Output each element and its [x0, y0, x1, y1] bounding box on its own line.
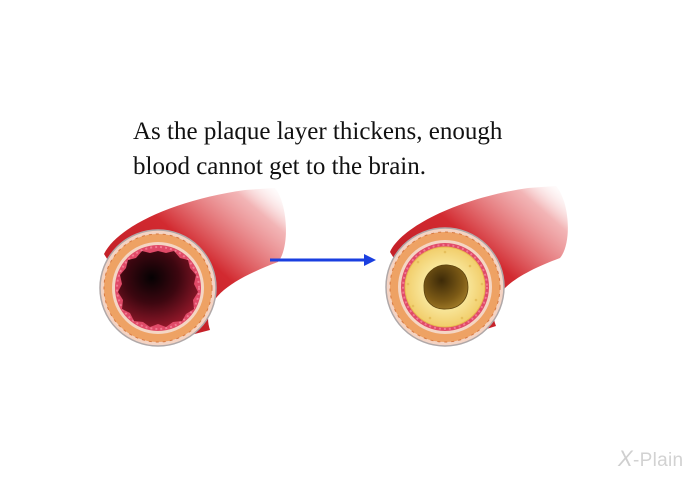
narrowed-artery-cross-section — [385, 186, 568, 347]
x-plain-logo: X-Plain — [618, 446, 683, 472]
logo-text: -Plain — [632, 450, 684, 471]
caption-line-2: blood cannot get to the brain. — [133, 153, 426, 180]
narrowed-artery-lumen — [423, 264, 469, 310]
healthy-artery-lumen — [118, 251, 198, 327]
arrow-right-icon — [270, 254, 376, 266]
caption: As the plaque layer thickens, enough blo… — [133, 114, 603, 184]
plaque-texture — [406, 250, 484, 320]
caption-line-1: As the plaque layer thickens, enough — [133, 118, 503, 145]
healthy-artery-cross-section — [99, 188, 286, 347]
logo-mark: X — [618, 446, 633, 471]
